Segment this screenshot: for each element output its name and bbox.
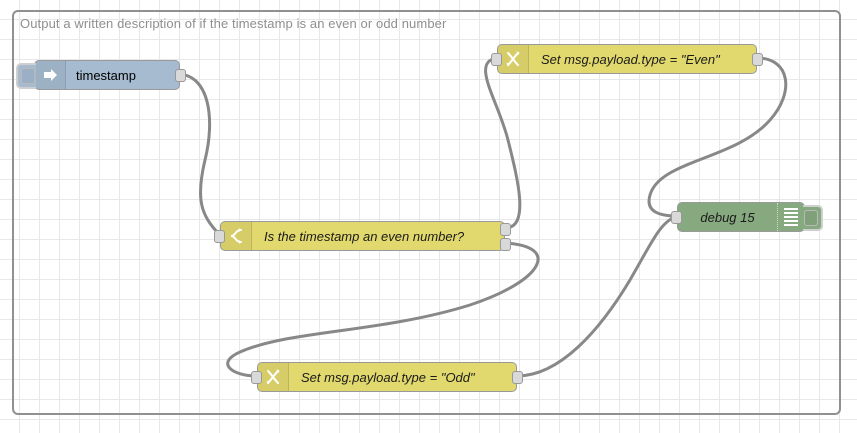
switch-output-port-1[interactable] (500, 223, 511, 236)
switch-branch-icon (221, 222, 252, 250)
flow-group-box[interactable] (12, 10, 841, 415)
node-switch-even-check[interactable]: Is the timestamp an even number? (214, 221, 511, 251)
change-odd-output-port[interactable] (512, 371, 523, 384)
node-debug[interactable]: debug 15 (671, 202, 823, 232)
debug-lines-icon (777, 203, 804, 231)
flow-group-label: Output a written description of if the t… (20, 16, 447, 31)
inject-trigger-button[interactable] (16, 63, 36, 89)
node-change-even-label: Set msg.payload.type = "Even" (541, 51, 720, 67)
node-change-odd[interactable]: Set msg.payload.type = "Odd" (251, 362, 523, 392)
debug-input-port[interactable] (671, 211, 682, 224)
node-change-even[interactable]: Set msg.payload.type = "Even" (491, 44, 763, 74)
debug-enable-toggle[interactable] (803, 205, 823, 231)
node-debug-label: debug 15 (700, 209, 755, 225)
arrow-right-icon (35, 61, 66, 89)
node-change-odd-label: Set msg.payload.type = "Odd" (301, 369, 475, 385)
debug-toggle-inner (804, 210, 818, 226)
inject-button-inner (21, 68, 35, 84)
node-switch-label: Is the timestamp an even number? (264, 228, 465, 244)
node-inject-timestamp[interactable]: timestamp (16, 60, 186, 90)
change-swap-icon (258, 363, 289, 391)
change-odd-input-port[interactable] (251, 371, 262, 384)
change-swap-icon (498, 45, 529, 73)
switch-output-port-2[interactable] (500, 238, 511, 251)
node-inject-label: timestamp (76, 67, 136, 83)
change-even-output-port[interactable] (752, 53, 763, 66)
inject-output-port[interactable] (175, 69, 186, 82)
switch-input-port[interactable] (214, 230, 225, 243)
change-even-input-port[interactable] (491, 53, 502, 66)
